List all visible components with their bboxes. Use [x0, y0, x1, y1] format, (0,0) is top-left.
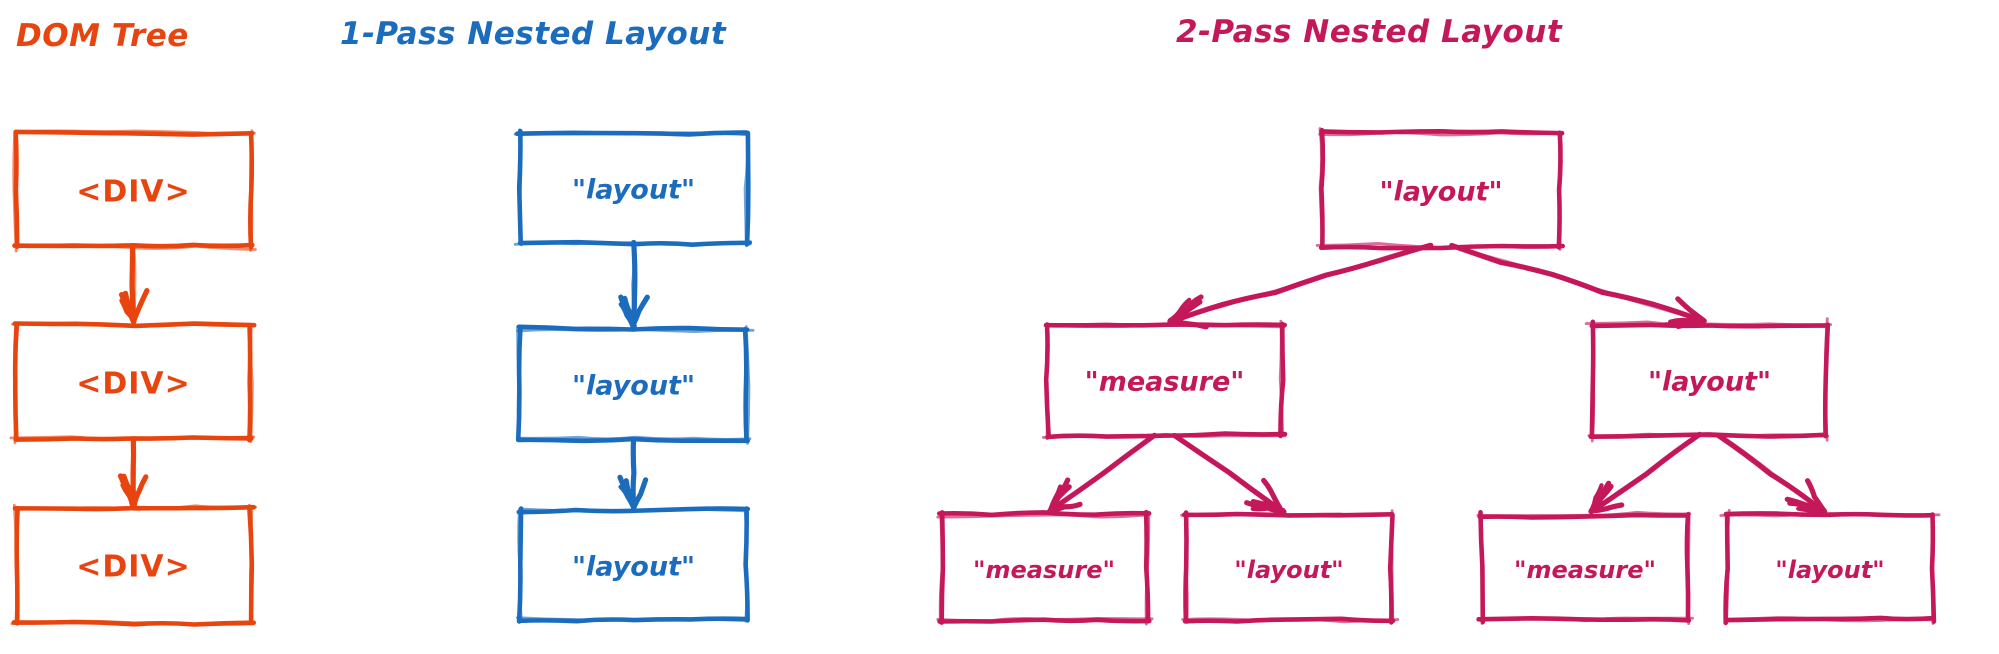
arrow-head-feather: [119, 292, 136, 324]
box-edge: [14, 129, 256, 136]
box-edge: [12, 130, 18, 253]
box-edge: [515, 616, 749, 623]
column-title-one-pass-nested-layout: 1-Pass Nested Layout: [340, 16, 727, 52]
box-edge: [249, 129, 254, 252]
box-edge: [743, 508, 749, 623]
box-edge: [936, 513, 1149, 519]
arrow-shaft: [1590, 432, 1701, 513]
box-edge: [515, 436, 750, 444]
arrow-head-feather: [1048, 501, 1083, 515]
column-one-pass-nested-layout: [513, 128, 755, 624]
box-edge: [249, 323, 254, 444]
box-edge: [1318, 127, 1325, 249]
box-edge: [1181, 617, 1400, 624]
arrow-shaft: [1049, 433, 1156, 514]
box-edge: [1476, 510, 1692, 518]
box-edge: [744, 325, 751, 445]
box-edge: [1318, 131, 1562, 137]
box-edge: [1584, 320, 1833, 327]
arrow-shaft: [1450, 244, 1705, 323]
box-edge: [14, 504, 258, 511]
box-edge: [517, 509, 523, 621]
box-edge: [10, 619, 254, 626]
box-edge: [1823, 317, 1829, 442]
box-edge: [1041, 432, 1287, 439]
arrow-head-feather: [617, 474, 636, 509]
arrow-shaft: [1174, 433, 1285, 513]
box-edge: [13, 130, 20, 249]
box-edge: [519, 435, 752, 441]
box-edge: [1046, 322, 1286, 329]
arrow-head-feather: [1167, 294, 1204, 324]
box-edge: [248, 505, 254, 625]
arrow-head-feather: [618, 294, 637, 330]
box-edge: [12, 503, 19, 625]
box-edge: [1719, 512, 1941, 518]
arrow-head-feather: [1675, 296, 1707, 324]
box-edge: [1930, 513, 1935, 625]
box-edge: [936, 616, 1154, 623]
box-edge: [1184, 512, 1189, 624]
box-edge: [1278, 319, 1285, 438]
box-edge: [743, 130, 750, 248]
column-title-two-pass-nested-layout: 2-Pass Nested Layout: [1176, 14, 1563, 50]
arrow-head-feather: [1588, 480, 1612, 514]
box-edge: [513, 130, 750, 137]
box-edge: [1686, 511, 1691, 626]
box-edge: [9, 435, 256, 441]
column-two-pass-nested-layout: [936, 127, 1941, 626]
box-edge: [518, 507, 749, 513]
box-edge: [938, 511, 944, 625]
box-edge: [1587, 432, 1830, 438]
box-edge: [937, 510, 1152, 518]
arrow-shaft: [1718, 433, 1827, 513]
arrow-shaft: [631, 241, 636, 328]
box-edge: [1477, 616, 1694, 623]
box-edge: [1044, 322, 1049, 441]
arrow-head-feather: [1047, 477, 1071, 514]
box-edge: [518, 128, 523, 247]
box-edge: [13, 324, 20, 445]
box-edge: [1725, 508, 1731, 623]
arrow-shaft: [132, 245, 137, 324]
box-edge: [1723, 616, 1936, 623]
box-edge: [11, 322, 253, 328]
arrow-head-feather: [1787, 500, 1827, 514]
box-edge: [516, 327, 755, 334]
box-edge: [1390, 509, 1395, 624]
box-edge: [513, 240, 753, 247]
arrow-head-feather: [131, 474, 149, 508]
box-edge: [1144, 510, 1151, 626]
box-edge: [1180, 512, 1394, 517]
arrow-shaft: [131, 437, 137, 507]
box-edge: [1590, 321, 1596, 443]
box-edge: [1557, 130, 1562, 251]
box-edge: [516, 325, 521, 441]
arrow-head-feather: [1244, 500, 1287, 515]
column-dom-tree: [9, 129, 258, 627]
arrow-shaft: [1168, 244, 1434, 323]
box-edge: [1315, 241, 1562, 249]
box-edge: [1478, 514, 1484, 625]
box-edge: [1319, 129, 1565, 136]
column-title-dom-tree: DOM Tree: [16, 18, 189, 54]
arrow-head-feather: [1589, 502, 1625, 514]
arrow-shaft: [631, 437, 636, 509]
box-edge: [13, 243, 257, 251]
arrow-head-feather: [117, 473, 136, 509]
